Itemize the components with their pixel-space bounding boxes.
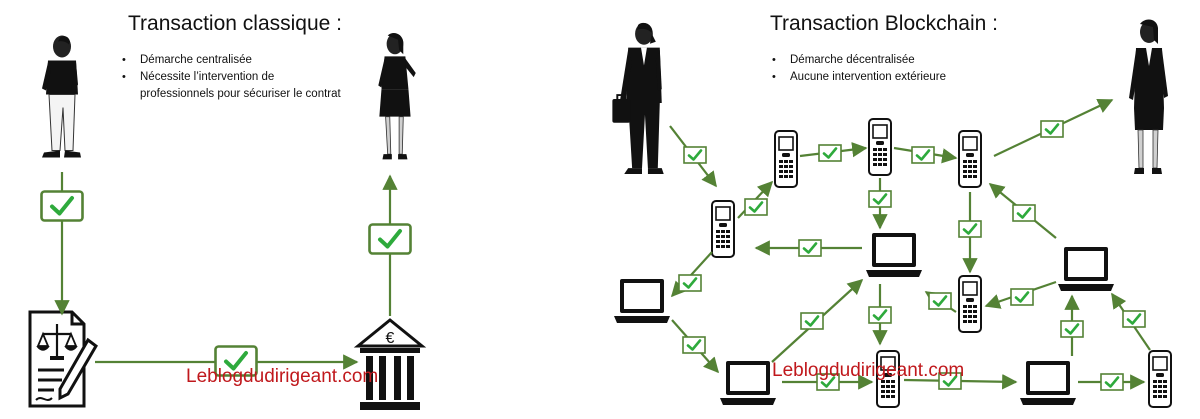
phone-icon bbox=[958, 130, 982, 188]
check-badge-icon bbox=[682, 336, 706, 354]
laptop-icon bbox=[720, 361, 776, 405]
check-badge-icon bbox=[798, 239, 822, 257]
right-bullet: Aucune intervention extérieure bbox=[770, 69, 946, 86]
laptop-icon bbox=[614, 279, 670, 323]
phone-icon bbox=[774, 130, 798, 188]
check-badge-icon bbox=[868, 306, 892, 324]
check-badge-icon bbox=[928, 292, 952, 310]
check-badge-icon bbox=[1010, 288, 1034, 306]
right-bullets: Démarche décentralisée Aucune interventi… bbox=[770, 52, 946, 86]
bank-icon: € bbox=[353, 318, 427, 410]
check-badge-icon bbox=[1122, 310, 1146, 328]
check-badge-icon bbox=[1060, 320, 1084, 338]
contract-icon bbox=[28, 310, 98, 408]
watermark-right: Leblogdudirigeant.com bbox=[772, 360, 965, 381]
check-badge-icon bbox=[911, 146, 935, 164]
phone-icon bbox=[958, 275, 982, 333]
laptop-icon bbox=[866, 233, 922, 277]
check-badge-icon bbox=[683, 146, 707, 164]
businesswoman-icon bbox=[1128, 18, 1169, 175]
check-badge-icon bbox=[1100, 373, 1124, 391]
laptop-icon bbox=[1020, 361, 1076, 405]
check-badge-icon bbox=[40, 190, 84, 222]
check-badge-icon bbox=[1040, 120, 1064, 138]
check-badge-icon bbox=[800, 312, 824, 330]
phone-icon bbox=[868, 118, 892, 176]
check-badge-icon bbox=[958, 220, 982, 238]
left-bullet: Démarche centralisée bbox=[120, 52, 341, 69]
phone-icon bbox=[1148, 350, 1172, 408]
watermark-left: Leblogdudirigeant.com bbox=[186, 366, 379, 387]
check-badge-icon bbox=[1012, 204, 1036, 222]
phone-icon bbox=[711, 200, 735, 258]
left-bullets: Démarche centralisée Nécessite l’interve… bbox=[120, 52, 341, 103]
left-bullet: Nécessite l’intervention de bbox=[120, 69, 341, 86]
check-badge-icon bbox=[868, 190, 892, 208]
right-title: Transaction Blockchain : bbox=[770, 12, 998, 35]
man-icon bbox=[41, 34, 82, 159]
check-badge-icon bbox=[818, 144, 842, 162]
check-badge-icon bbox=[744, 198, 768, 216]
laptop-icon bbox=[1058, 247, 1114, 291]
euro-symbol: € bbox=[386, 330, 395, 347]
businessman-icon bbox=[612, 21, 665, 176]
left-bullet-continued: professionnels pour sécuriser le contrat bbox=[140, 88, 341, 100]
classic-flow-arrows bbox=[54, 172, 398, 370]
businesswoman-icon bbox=[377, 32, 417, 160]
right-bullet: Démarche décentralisée bbox=[770, 52, 946, 69]
left-title: Transaction classique : bbox=[128, 12, 342, 35]
check-badge-icon bbox=[678, 274, 702, 292]
check-badge-icon bbox=[368, 223, 412, 255]
